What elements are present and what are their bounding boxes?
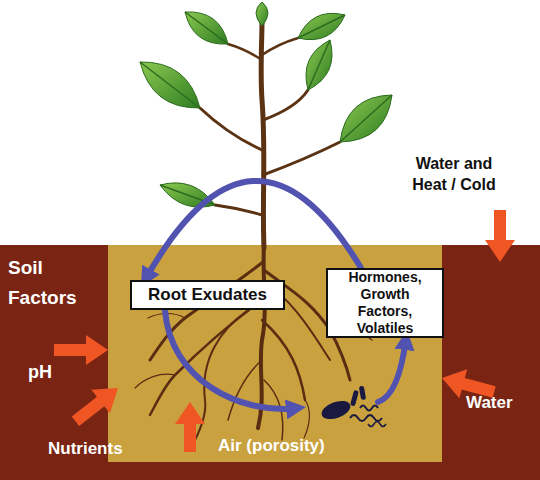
plant-leaves [140, 2, 392, 207]
leaf [185, 12, 228, 44]
leaf-veins [140, 12, 392, 205]
leaf [256, 2, 268, 26]
box-text: Root Exudates [148, 285, 267, 305]
process-box: Root Exudates [130, 280, 285, 310]
branch-line [263, 90, 308, 120]
leaf [340, 95, 392, 142]
leaf-vein [185, 12, 228, 44]
leaf-vein [140, 62, 200, 108]
leaf-vein [298, 15, 345, 38]
factor-label: Water [466, 392, 513, 413]
branch-line [215, 205, 262, 215]
box-text: Hormones, Growth Factors, Volatiles [332, 269, 438, 336]
factor-label: Water and Heat / Cold [398, 153, 510, 195]
leaf [140, 62, 200, 108]
factor-label: Air (porosity) [218, 435, 325, 456]
branch-line [200, 108, 262, 150]
factor-label: Nutrients [48, 438, 123, 459]
soil-heading: Soil Factors [8, 253, 108, 313]
leaf-vein [308, 40, 330, 90]
branch-line [228, 44, 262, 60]
leaf [298, 13, 345, 39]
process-box: Hormones, Growth Factors, Volatiles [326, 268, 444, 338]
branch-line [262, 38, 298, 55]
branch-line [263, 142, 340, 175]
leaf [306, 40, 332, 90]
factor-label: pH [28, 362, 52, 383]
leaf-vein [340, 95, 392, 142]
